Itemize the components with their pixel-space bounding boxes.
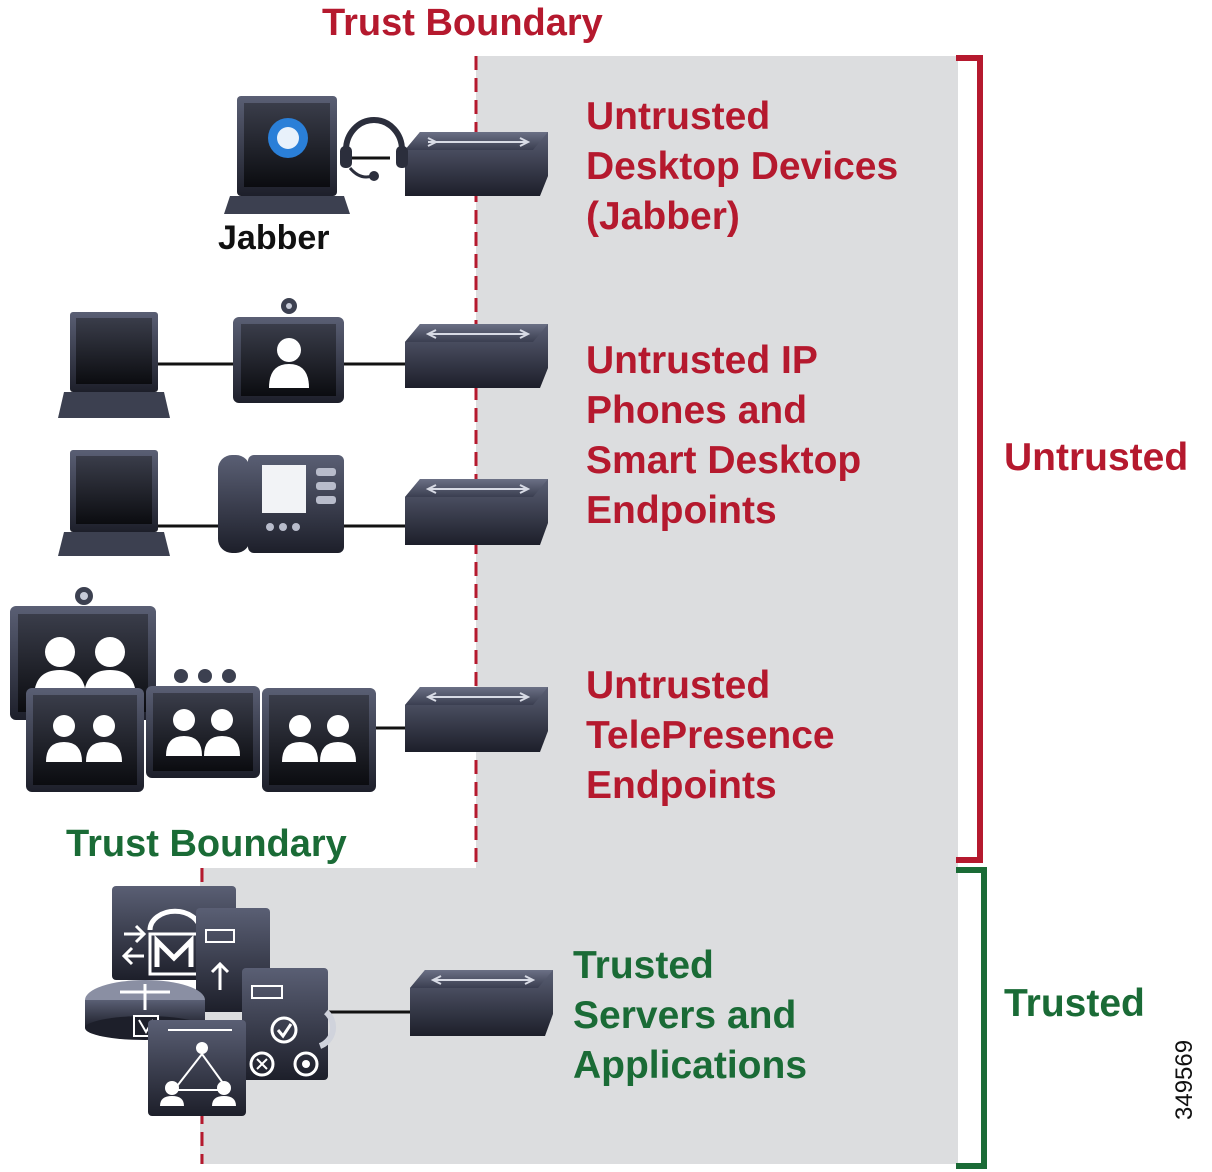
figure-id: 349569 bbox=[1171, 1039, 1198, 1120]
label-line: TelePresence bbox=[586, 714, 835, 757]
trust-boundary-title-top: Trust Boundary bbox=[322, 2, 603, 44]
label-line: Applications bbox=[573, 1044, 808, 1087]
switch-icon bbox=[405, 687, 548, 752]
label-line: Endpoints bbox=[586, 764, 777, 807]
label-line: Servers and bbox=[573, 994, 797, 1037]
label-line: Untrusted bbox=[586, 664, 771, 707]
switch-icon bbox=[405, 479, 548, 545]
jabber-label: Jabber bbox=[218, 219, 330, 257]
video-phone-icon bbox=[233, 298, 344, 403]
label-line: Endpoints bbox=[586, 489, 777, 532]
label-line: Trusted bbox=[573, 944, 714, 987]
telepresence-icon bbox=[10, 587, 376, 792]
laptop-icon bbox=[58, 312, 170, 418]
trusted-bracket bbox=[956, 867, 987, 1169]
switch-icon bbox=[410, 970, 553, 1036]
router-icon bbox=[85, 980, 205, 1040]
untrusted-ip-phones-label: Untrusted IP Phones and Smart Desktop En… bbox=[586, 336, 861, 536]
label-line: Desktop Devices bbox=[586, 145, 899, 188]
label-line: Untrusted bbox=[586, 95, 771, 138]
laptop-icon bbox=[224, 96, 350, 214]
headset-icon bbox=[340, 117, 408, 181]
trust-boundary-title-bottom: Trust Boundary bbox=[66, 823, 347, 865]
switch-icon bbox=[405, 132, 548, 196]
untrusted-bracket bbox=[956, 55, 983, 863]
connection-lines bbox=[158, 156, 412, 1014]
untrusted-zone bbox=[476, 56, 958, 868]
ip-phone-icon bbox=[218, 455, 344, 553]
server-icon bbox=[242, 968, 337, 1080]
label-line: Smart Desktop bbox=[586, 439, 862, 482]
server-icon bbox=[148, 1020, 246, 1116]
label-line: Phones and bbox=[586, 389, 808, 432]
label-line: Untrusted IP bbox=[586, 339, 818, 382]
trusted-servers-label: Trusted Servers and Applications bbox=[573, 941, 807, 1091]
untrusted-desktop-devices-label: Untrusted Desktop Devices (Jabber) bbox=[586, 92, 898, 242]
trusted-bracket-label: Trusted bbox=[1004, 982, 1145, 1025]
laptop-icon bbox=[58, 450, 170, 556]
label-line: (Jabber) bbox=[586, 195, 740, 238]
switch-icon bbox=[405, 324, 548, 388]
untrusted-telepresence-label: Untrusted TelePresence Endpoints bbox=[586, 661, 835, 811]
untrusted-bracket-label: Untrusted bbox=[1004, 436, 1189, 479]
